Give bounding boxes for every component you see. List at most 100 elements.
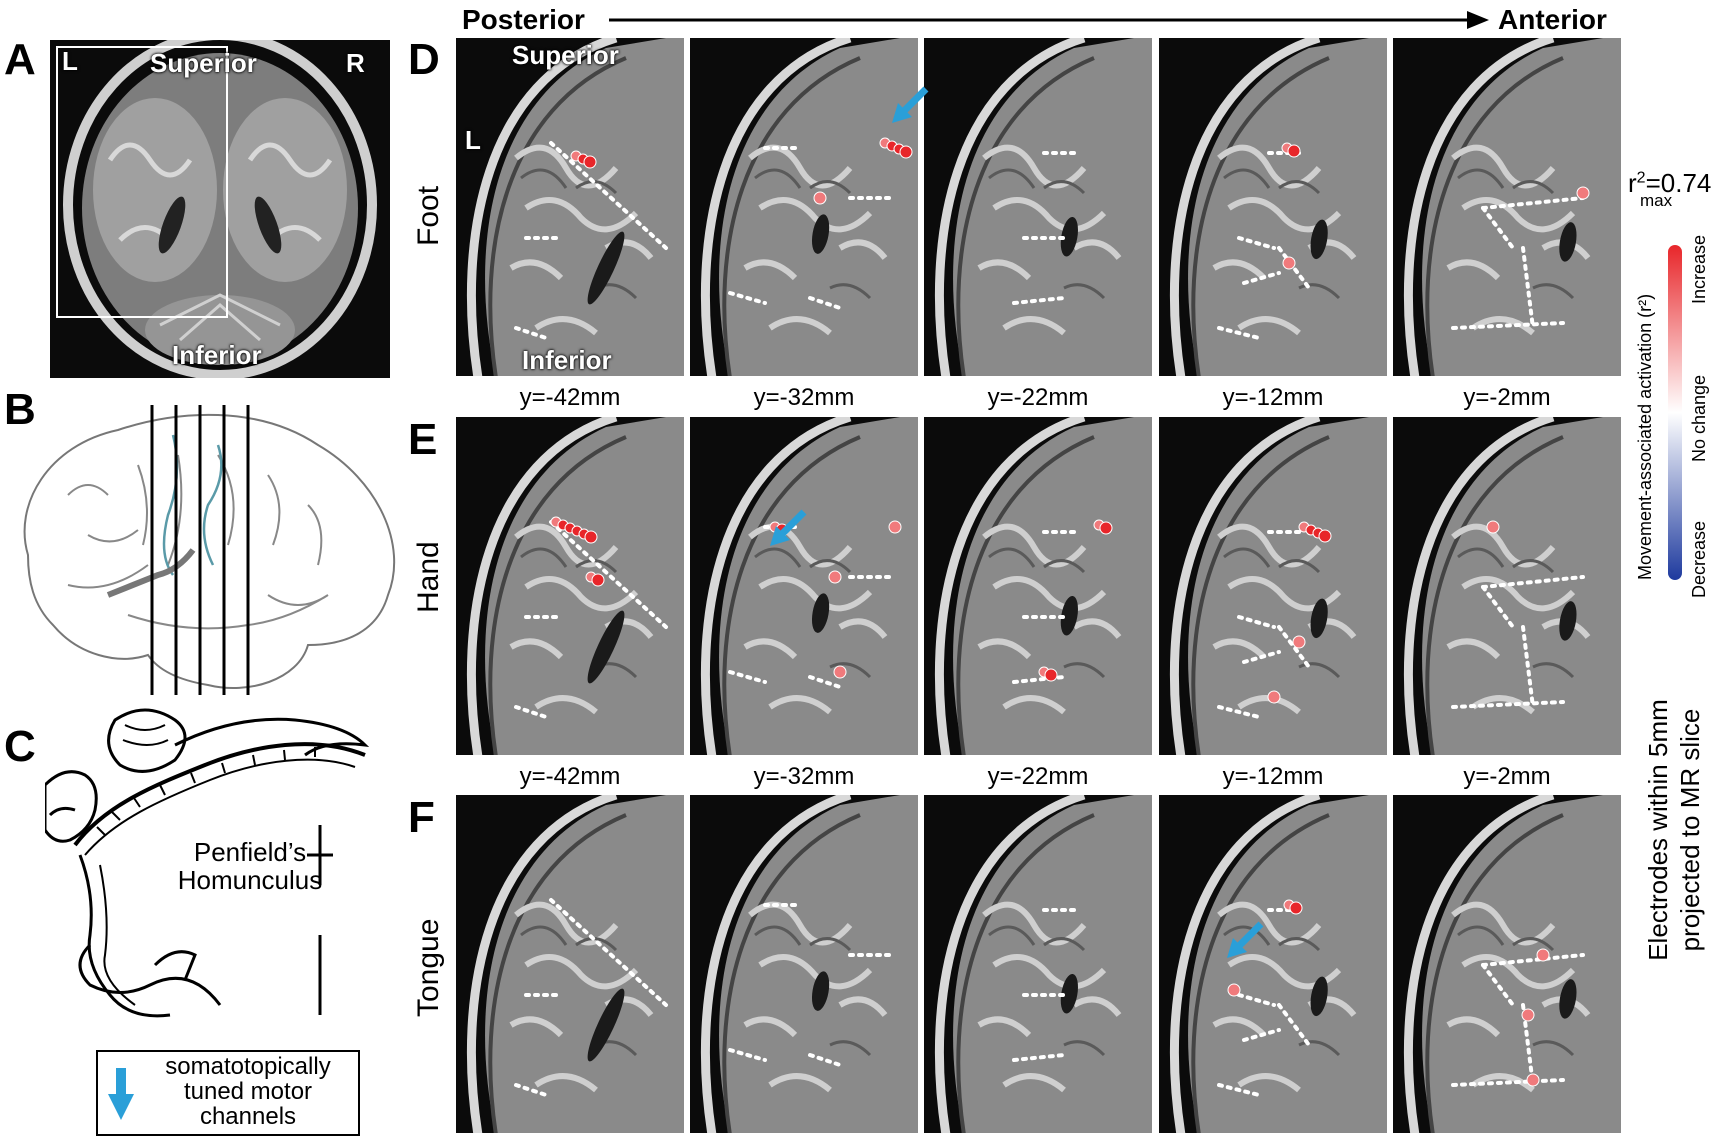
activated-electrode xyxy=(1289,901,1303,915)
colorbar-title: Movement-associated activation (r²) xyxy=(1635,293,1655,580)
mri-slice-foot-2 xyxy=(690,38,918,376)
side-note-line2: projected to MR slice xyxy=(1675,708,1705,952)
electrode-strip xyxy=(549,520,668,629)
legend-line1: somatotopically xyxy=(165,1053,331,1080)
mri-slice-tongue-4 xyxy=(1159,795,1387,1133)
mri-slice-foot-1 xyxy=(456,38,684,376)
panel-b-brain-drawing xyxy=(23,405,396,695)
electrode-strip xyxy=(1521,625,1535,709)
electrode-strip xyxy=(514,1083,548,1097)
activated-electrode xyxy=(899,145,913,159)
electrode-strip xyxy=(1012,675,1066,684)
panel-letter-e: E xyxy=(408,415,438,464)
activated-electrode xyxy=(1536,948,1550,962)
colorbar-nochange: No change xyxy=(1689,374,1709,462)
blue-arrow-icon xyxy=(1227,921,1264,958)
electrode-strip xyxy=(514,705,548,719)
slice-label: y=-2mm xyxy=(1463,763,1551,790)
mri-slice-hand-3 xyxy=(924,417,1152,755)
homunculus-caption-line1: Penfield’s xyxy=(193,837,307,867)
activated-electrode xyxy=(833,665,847,679)
electrode-strip xyxy=(1451,321,1565,330)
colorbar-increase: Increase xyxy=(1689,234,1709,304)
slice-label: y=-42mm xyxy=(519,384,621,411)
electrode-strip xyxy=(549,141,668,250)
mri-slice-hand-1 xyxy=(456,417,684,755)
electrode-strip xyxy=(1217,326,1261,340)
electrode-strip xyxy=(1217,1083,1261,1097)
colorbar-gradient xyxy=(1668,245,1682,580)
row-label-tongue: Tongue xyxy=(412,918,445,1017)
panel-a-coronal-mri: L R Superior Inferior xyxy=(50,40,390,378)
activated-electrode xyxy=(1282,256,1296,270)
anterior-label: Anterior xyxy=(1498,4,1607,35)
blue-arrow-icon xyxy=(892,86,929,123)
activated-electrode xyxy=(1576,186,1590,200)
slice-label: y=-12mm xyxy=(1222,763,1324,790)
mri-slice-tongue-2 xyxy=(690,795,918,1133)
blue-arrow-icon xyxy=(770,509,807,546)
electrode-strip xyxy=(514,326,548,340)
activated-electrode xyxy=(1486,520,1500,534)
panel-c-homunculus-drawing xyxy=(45,708,370,1018)
electrode-strip xyxy=(808,675,842,689)
electrode-strip xyxy=(1277,625,1311,669)
side-note: Electrodes within 5mm projected to MR sl… xyxy=(1642,670,1706,990)
activated-electrode xyxy=(1267,690,1281,704)
electrode-strip xyxy=(1012,296,1066,305)
electrode-strip xyxy=(1237,236,1276,250)
panel-letter-a: A xyxy=(4,35,36,84)
electrode-strip xyxy=(1012,1053,1066,1062)
activated-electrode xyxy=(828,570,842,584)
electrode-strip xyxy=(1521,246,1535,330)
r2-max-label: r2=0.74 max xyxy=(1628,170,1711,209)
activated-electrode xyxy=(1521,1008,1535,1022)
electrode-strip xyxy=(1481,963,1515,1007)
panel-a-superior-label: Superior xyxy=(150,48,257,78)
mri-slice-tongue-3 xyxy=(924,795,1152,1133)
homunculus-caption-line2: Homunculus xyxy=(177,865,323,895)
activated-electrode xyxy=(1318,529,1332,543)
electrode-strip xyxy=(1481,196,1585,210)
electrode-strip xyxy=(728,291,767,305)
panel-letter-d: D xyxy=(408,35,440,84)
electrode-strip xyxy=(1277,246,1311,290)
row-label-hand: Hand xyxy=(412,541,445,613)
activated-electrode xyxy=(1292,635,1306,649)
r2-superscript: 2 xyxy=(1636,169,1646,187)
activated-electrode xyxy=(591,573,605,587)
panel-letter-b: B xyxy=(4,385,36,434)
mri-slice-foot-5 xyxy=(1393,38,1621,376)
slice-label: y=-22mm xyxy=(987,763,1089,790)
panel-a-right-label: R xyxy=(346,48,365,78)
colorbar-decrease: Decrease xyxy=(1689,520,1709,598)
electrode-strip xyxy=(1237,615,1276,629)
electrode-strip xyxy=(808,296,842,310)
electrode-strip xyxy=(1237,993,1276,1007)
panel-a-inferior-label: Inferior xyxy=(172,340,262,370)
panel-letter-f: F xyxy=(408,793,435,842)
electrode-strip xyxy=(1451,1078,1565,1087)
activated-electrode xyxy=(1526,1073,1540,1087)
legend-line2: tuned motor xyxy=(183,1078,313,1105)
slice-label: y=-12mm xyxy=(1222,384,1324,411)
electrode-strip xyxy=(1481,953,1585,967)
selection-box xyxy=(56,46,228,318)
activated-electrode xyxy=(583,155,597,169)
activated-electrode xyxy=(1227,983,1241,997)
electrode-strip xyxy=(1242,650,1281,664)
electrode-strip xyxy=(1451,700,1565,709)
r2-subscript: max xyxy=(1640,191,1673,210)
electrode-strip xyxy=(1481,585,1515,629)
activated-electrode xyxy=(1044,668,1058,682)
activated-electrode xyxy=(888,520,902,534)
panel-d-inferior-label: Inferior xyxy=(522,345,612,375)
slice-label: y=-2mm xyxy=(1463,384,1551,411)
legend-line3: channels xyxy=(199,1103,297,1130)
electrode-strip xyxy=(808,1053,842,1067)
row-label-foot: Foot xyxy=(412,185,445,246)
panel-d-left-label: L xyxy=(465,125,481,155)
panel-a-left-label: L xyxy=(62,46,78,76)
posterior-label: Posterior xyxy=(462,4,585,35)
mri-slice-hand-4 xyxy=(1159,417,1387,755)
